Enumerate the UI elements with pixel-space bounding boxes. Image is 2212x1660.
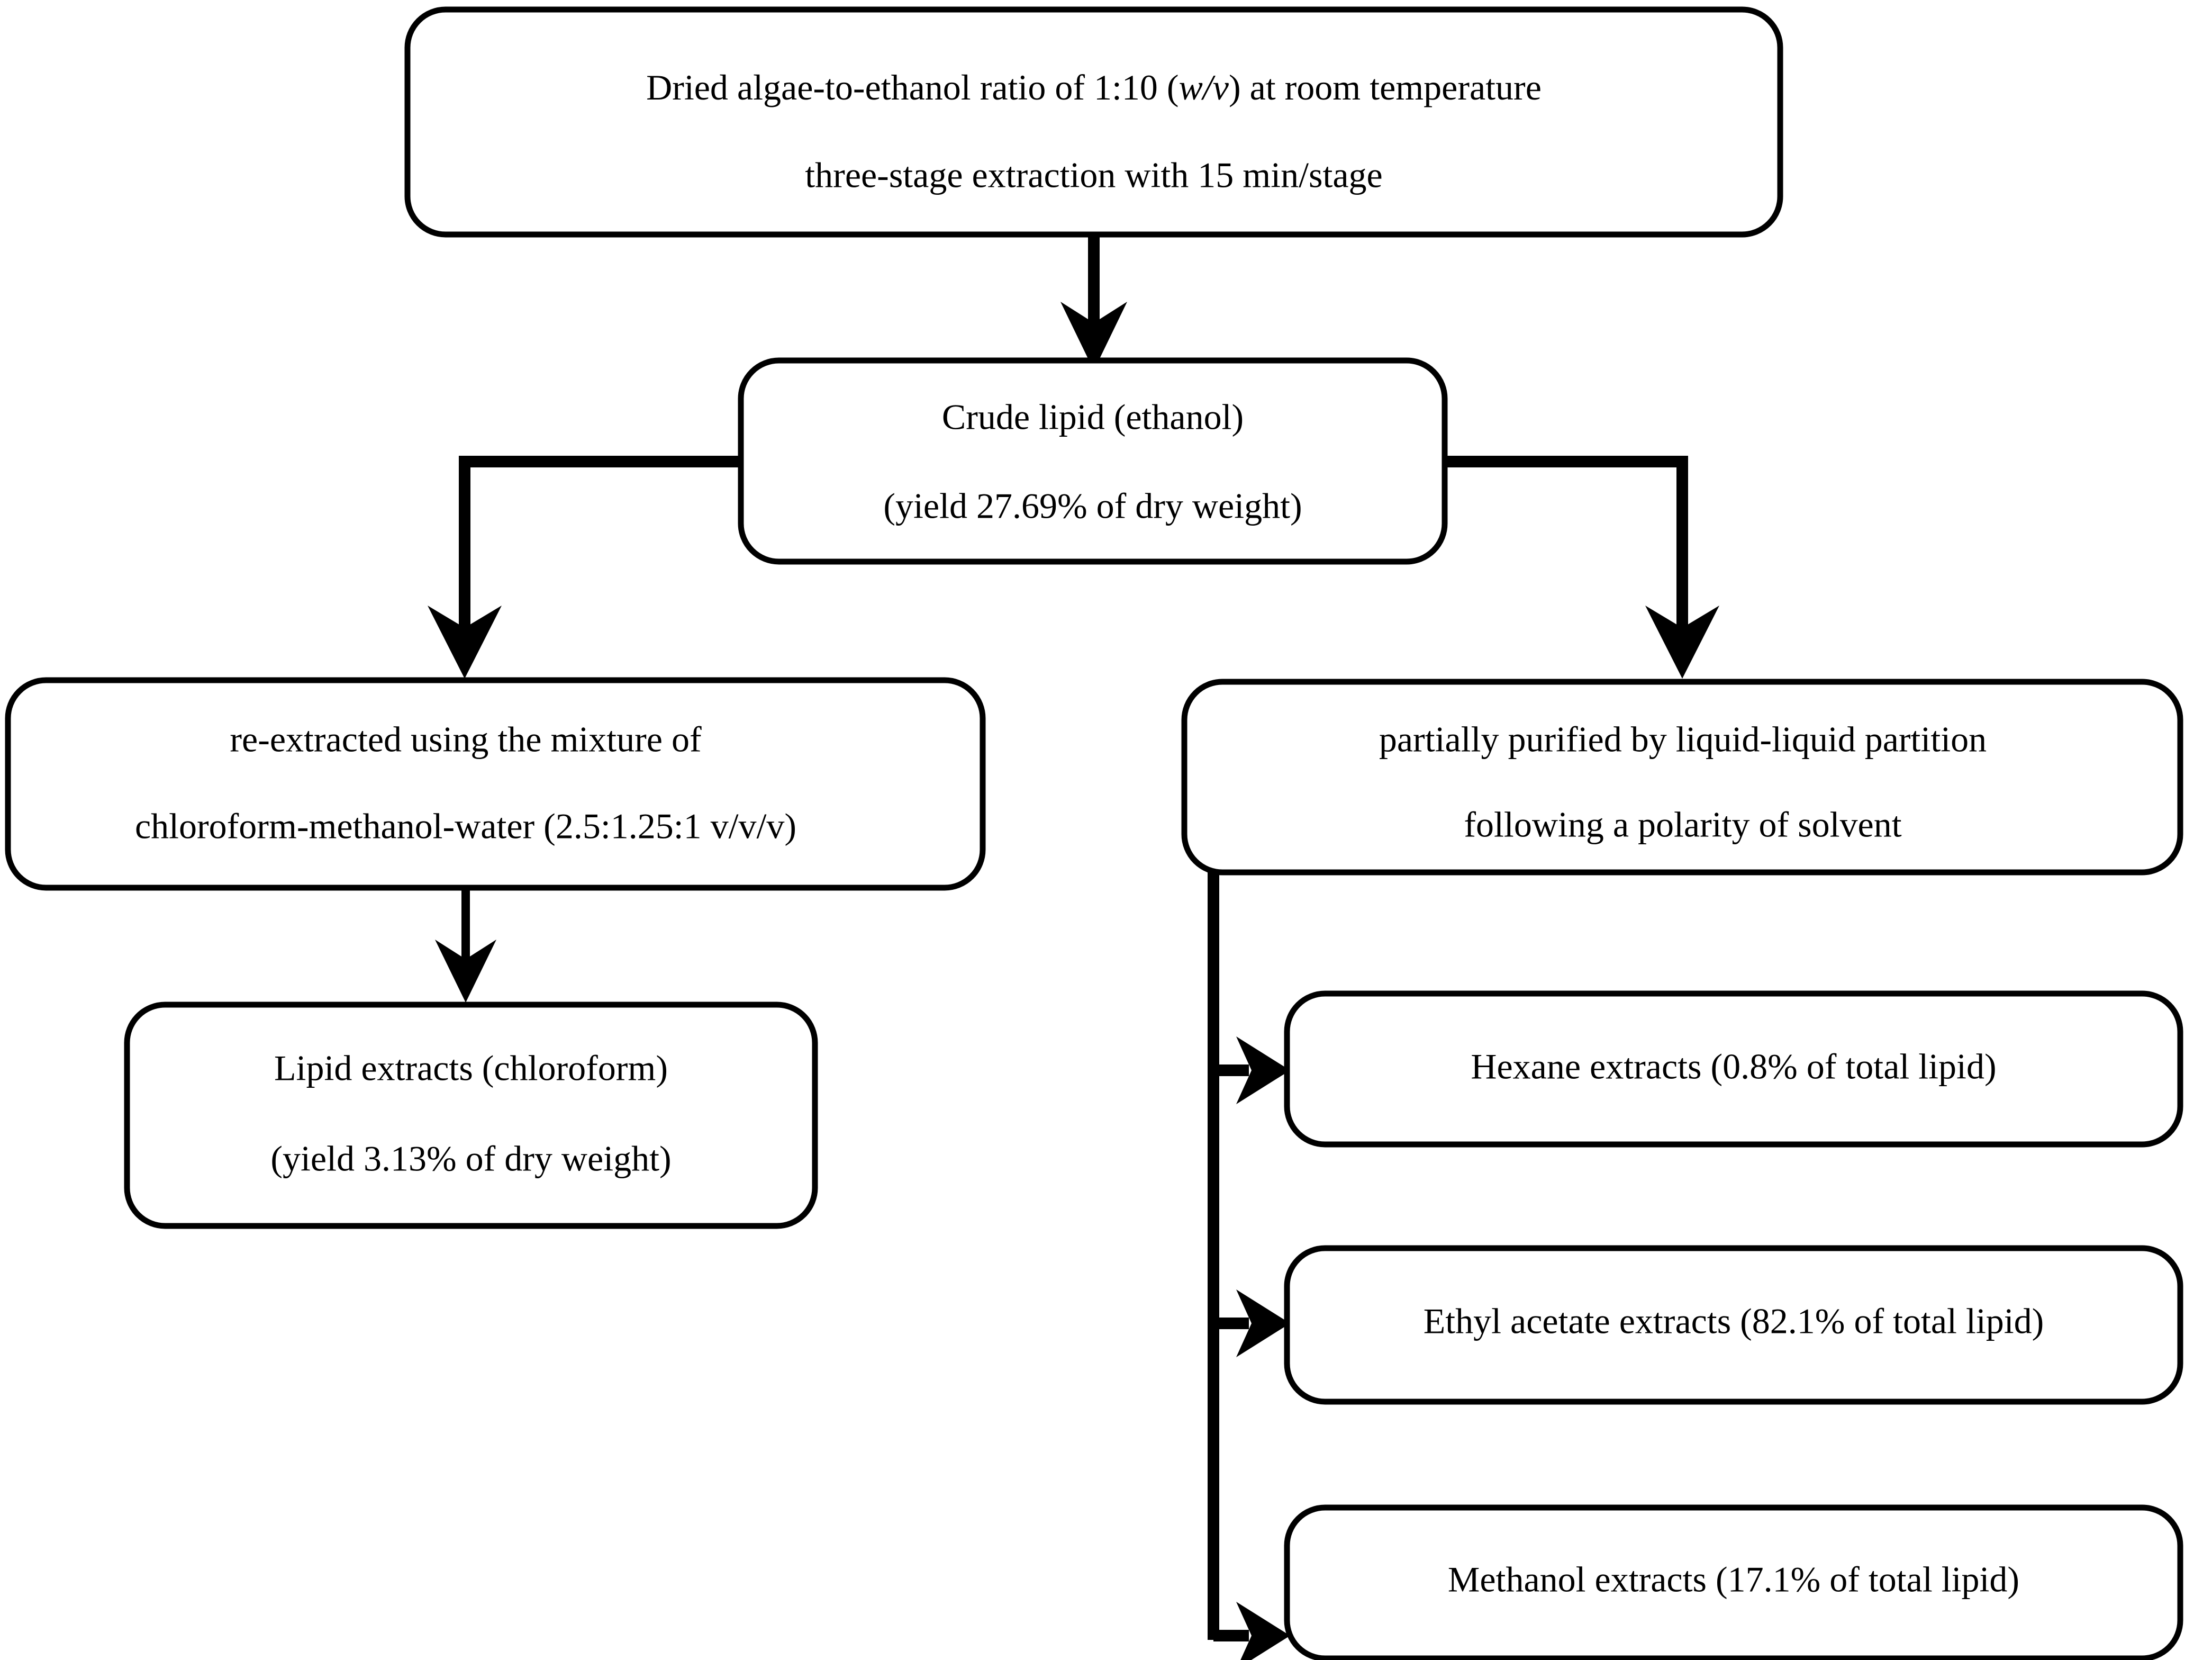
node-lipid-extracts-shape[interactable]	[124, 1002, 818, 1229]
edge-partition-to-ethyl-acetate	[1213, 1289, 1290, 1357]
node-crude-lipid-line2: (yield 27.69% of dry weight)	[883, 486, 1302, 526]
node-crude-lipid-shape[interactable]	[738, 357, 1448, 565]
node-partition-line2: following a polarity of solvent	[1464, 805, 1901, 845]
edge-re-extraction-to-lipid-extracts	[435, 886, 496, 1003]
node-re-extraction-shape[interactable]	[5, 677, 986, 891]
edge-crude-lipid-to-partition	[1429, 456, 1719, 679]
edge-partition-trunk	[1208, 872, 1290, 1660]
node-extraction-conditions[interactable]: Dried algae-to-ethanol ratio of 1:10 (w/…	[404, 6, 1783, 238]
node-ethyl-acetate-extracts-label: Ethyl acetate extracts (82.1% of total l…	[1424, 1301, 2044, 1341]
node-re-extraction-line1: re-extracted using the mixture of	[230, 719, 702, 760]
node-extraction-conditions-line2: three-stage extraction with 15 min/stage	[805, 155, 1382, 195]
node-hexane-extracts-label: Hexane extracts (0.8% of total lipid)	[1471, 1046, 1996, 1087]
node-crude-lipid[interactable]: Crude lipid (ethanol) (yield 27.69% of d…	[738, 357, 1448, 565]
edge-extraction-to-crude-lipid	[1060, 233, 1127, 371]
edge-crude-lipid-to-re-extraction	[428, 456, 757, 679]
node-lipid-extracts-line1: Lipid extracts (chloroform)	[274, 1048, 668, 1088]
node-extraction-conditions-shape[interactable]	[404, 6, 1783, 238]
line1-part-a: Dried algae-to-ethanol ratio of 1:10 (	[646, 67, 1178, 107]
edge-partition-to-methanol	[1213, 1602, 1290, 1660]
node-lipid-extracts-line2: (yield 3.13% of dry weight)	[270, 1139, 671, 1179]
node-crude-lipid-line1: Crude lipid (ethanol)	[942, 397, 1244, 437]
node-methanol-extracts[interactable]: Methanol extracts (17.1% of total lipid)	[1284, 1504, 2183, 1660]
node-re-extraction[interactable]: re-extracted using the mixture of chloro…	[5, 677, 986, 891]
node-hexane-extracts[interactable]: Hexane extracts (0.8% of total lipid)	[1284, 990, 2183, 1148]
node-methanol-extracts-shape[interactable]	[1284, 1504, 2183, 1660]
line1-part-b: ) at room temperature	[1229, 67, 1542, 107]
line1-part-italic: w/v	[1179, 67, 1229, 107]
node-hexane-extracts-shape[interactable]	[1284, 990, 2183, 1148]
node-partition-shape[interactable]	[1181, 679, 2183, 876]
edge-partition-to-hexane	[1213, 1036, 1290, 1104]
node-methanol-extracts-label: Methanol extracts (17.1% of total lipid)	[1448, 1559, 2019, 1600]
node-ethyl-acetate-extracts[interactable]: Ethyl acetate extracts (82.1% of total l…	[1284, 1245, 2183, 1405]
node-partition-line1: partially purified by liquid-liquid part…	[1379, 719, 1987, 760]
node-ethyl-acetate-extracts-shape[interactable]	[1284, 1245, 2183, 1405]
node-re-extraction-line2: chloroform-methanol-water (2.5:1.25:1 v/…	[135, 806, 796, 846]
node-extraction-conditions-line1: Dried algae-to-ethanol ratio of 1:10 (w/…	[646, 67, 1542, 107]
node-lipid-extracts[interactable]: Lipid extracts (chloroform) (yield 3.13%…	[124, 1002, 818, 1229]
node-partition[interactable]: partially purified by liquid-liquid part…	[1181, 679, 2183, 876]
